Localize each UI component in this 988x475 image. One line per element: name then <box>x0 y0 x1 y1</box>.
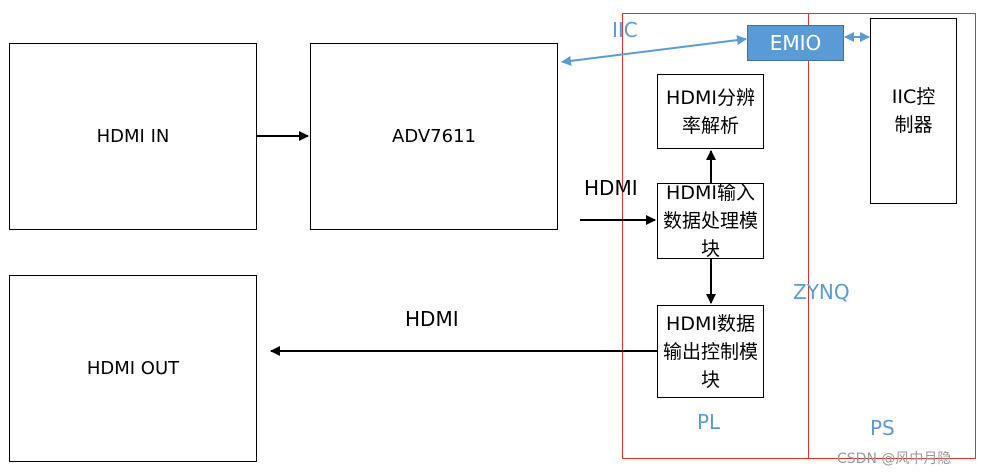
output-control-block: HDMI数据输出控制模块 <box>657 305 764 398</box>
adv7611-block: ADV7611 <box>310 43 558 230</box>
adv7611-label: ADV7611 <box>392 126 476 147</box>
pl-label: PL <box>697 410 721 434</box>
iic-link-emio-adv7611 <box>561 35 747 66</box>
watermark: CSDN @风中月隐 <box>837 451 952 467</box>
emio-block: EMIO <box>747 25 844 61</box>
hdmi-input-link-label: HDMI <box>584 176 638 200</box>
input-processing-block: HDMI输入数据处理模块 <box>657 182 764 260</box>
resolution-block: HDMI分辨率解析 <box>657 74 764 149</box>
hdmi-out-label: HDMI OUT <box>86 358 180 379</box>
resolution-label: HDMI分辨率解析 <box>666 86 755 137</box>
iic-controller-label: IIC控制器 <box>891 86 936 136</box>
hdmi-in-block: HDMI IN <box>9 43 257 230</box>
hdmi-output-link-label: HDMI <box>405 307 459 331</box>
ps-region <box>808 13 976 459</box>
hdmi-in-label: HDMI IN <box>96 126 170 147</box>
iic-label: IIC <box>612 18 638 42</box>
iic-controller-block: IIC控制器 <box>870 18 957 204</box>
input-processing-label: HDMI输入数据处理模块 <box>662 182 758 260</box>
output-control-label: HDMI数据输出控制模块 <box>662 312 758 391</box>
zynq-label: ZYNQ <box>793 280 850 304</box>
emio-label: EMIO <box>769 31 822 55</box>
ps-label: PS <box>870 416 895 440</box>
hdmi-out-block: HDMI OUT <box>9 275 257 462</box>
